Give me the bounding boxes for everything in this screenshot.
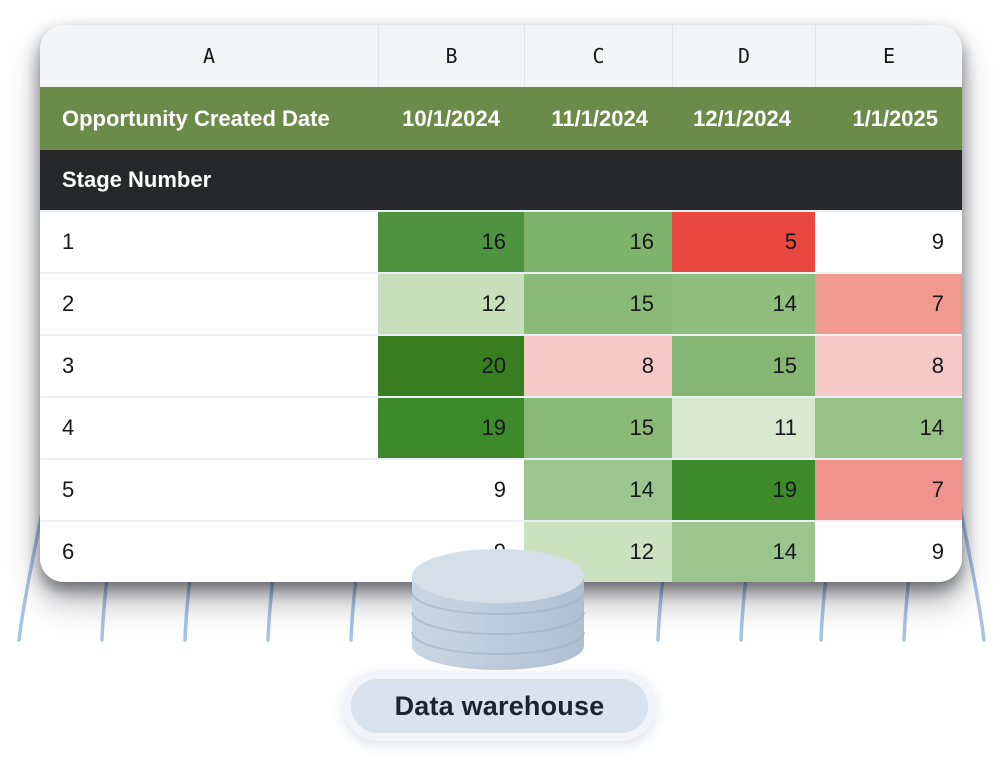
heatmap-cell[interactable]: 9 xyxy=(815,212,962,272)
stage-number-cell[interactable]: 5 xyxy=(62,477,75,502)
heatmap-cell[interactable]: 14 xyxy=(672,522,815,582)
stage-number-cell[interactable]: 6 xyxy=(62,539,75,564)
heatmap-cell[interactable]: 9 xyxy=(378,460,524,520)
heatmap-cell[interactable]: 9 xyxy=(815,522,962,582)
section-header-row[interactable]: Stage Number xyxy=(40,150,962,210)
heatmap-cell[interactable]: 5 xyxy=(672,212,815,272)
column-letter-c[interactable]: C xyxy=(524,25,672,87)
database-icon xyxy=(410,548,586,681)
heatmap-cell[interactable]: 20 xyxy=(378,336,524,396)
heatmap-cell[interactable]: 15 xyxy=(672,336,815,396)
heatmap-cell[interactable]: 8 xyxy=(815,336,962,396)
header-label-cell[interactable]: Opportunity Created Date xyxy=(62,105,330,131)
stage-number-cell[interactable]: 2 xyxy=(62,291,75,316)
date-header-row: Opportunity Created Date 10/1/2024 11/1/2… xyxy=(40,87,962,150)
heatmap-cell[interactable]: 14 xyxy=(672,274,815,334)
column-letter-a[interactable]: A xyxy=(202,44,216,68)
stage-number-cell[interactable]: 3 xyxy=(62,353,75,378)
heatmap-cell[interactable]: 19 xyxy=(378,398,524,458)
heatmap-cell[interactable]: 16 xyxy=(524,212,672,272)
header-date-cell[interactable]: 11/1/2024 xyxy=(551,105,648,131)
header-date-cell[interactable]: 10/1/2024 xyxy=(402,105,500,131)
heatmap-body: 1161659212151473208158419151114591419769… xyxy=(40,210,962,582)
heatmap-cell[interactable]: 14 xyxy=(815,398,962,458)
heatmap-cell[interactable]: 8 xyxy=(524,336,672,396)
data-warehouse-label: Data warehouse xyxy=(343,671,656,741)
heatmap-cell[interactable]: 12 xyxy=(378,274,524,334)
stage-number-cell[interactable]: 4 xyxy=(62,415,75,440)
header-date-cell[interactable]: 1/1/2025 xyxy=(852,105,938,131)
heatmap-cell[interactable]: 11 xyxy=(672,398,815,458)
heatmap-cell[interactable]: 19 xyxy=(672,460,815,520)
column-letter-b[interactable]: B xyxy=(378,25,524,87)
header-date-cell[interactable]: 12/1/2024 xyxy=(693,105,791,131)
heatmap-cell[interactable]: 16 xyxy=(378,212,524,272)
heatmap-cell[interactable]: 7 xyxy=(815,274,962,334)
heatmap-cell[interactable]: 14 xyxy=(524,460,672,520)
column-letter-d[interactable]: D xyxy=(672,25,815,87)
heatmap-cell[interactable]: 7 xyxy=(815,460,962,520)
heatmap-cell[interactable]: 15 xyxy=(524,398,672,458)
column-letter-e[interactable]: E xyxy=(815,25,962,87)
stage-number-cell[interactable]: 1 xyxy=(62,229,75,254)
heatmap-cell[interactable]: 15 xyxy=(524,274,672,334)
